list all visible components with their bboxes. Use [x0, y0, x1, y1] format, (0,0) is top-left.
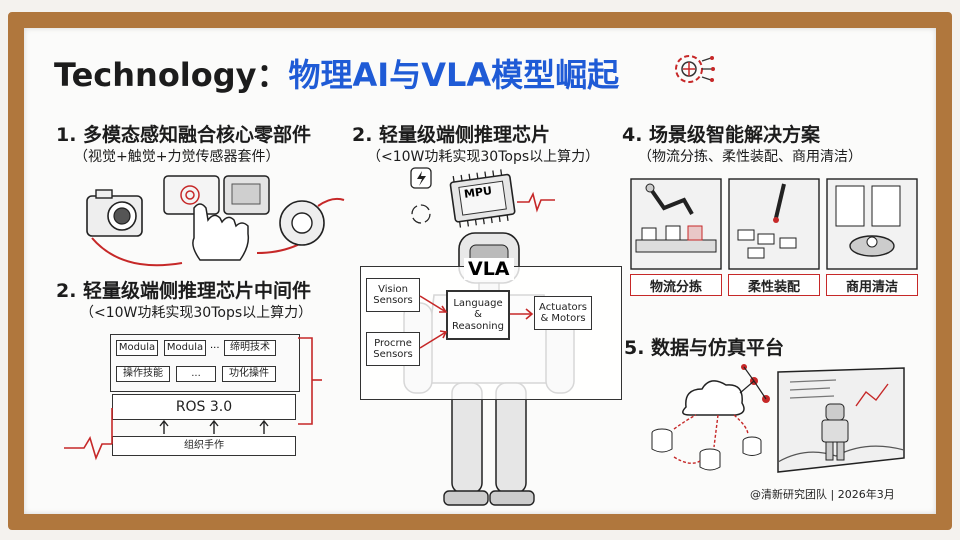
assembly-scene	[728, 178, 820, 270]
vision-sensors-box: Vision Sensors	[366, 278, 420, 312]
title-prefix: Technology：	[54, 56, 289, 94]
section4-title: 4. 场景级智能解决方案	[622, 124, 821, 146]
refresh-icon	[411, 204, 431, 224]
gear-brain-icon	[675, 55, 715, 83]
vla-arrows	[419, 295, 534, 349]
assembly-label: 柔性装配	[728, 274, 820, 296]
database-icon-1	[651, 428, 673, 453]
sensor-illustration	[86, 175, 345, 267]
power-icon	[417, 171, 426, 186]
module-ellipsis: ...	[210, 340, 220, 351]
logistics-scene	[630, 178, 722, 270]
section1-subtitle: （视觉+触觉+力觉传感器套件）	[74, 149, 280, 165]
data-cloud-diagram	[651, 364, 770, 471]
module-box-3: 缔明技术	[224, 340, 276, 356]
vla-label: VLA	[464, 258, 514, 280]
skill-box-1: 操作技能	[116, 366, 170, 382]
module-box-2: Modula	[164, 340, 206, 356]
section2a-title: 2. 轻量级端侧推理芯片	[352, 124, 551, 146]
middleware-arrows	[64, 337, 322, 461]
force-sensor-icon	[279, 197, 345, 246]
cleaning-label: 商用清洁	[826, 274, 918, 296]
section2a-subtitle: （<10W功耗实现30Tops以上算力）	[367, 149, 600, 165]
section1-title: 1. 多模态感知融合核心零部件	[56, 124, 312, 146]
title-main: 物理AI与VLA模型崛起	[288, 56, 620, 94]
page-title: Technology：物理AI与VLA模型崛起	[54, 50, 619, 96]
language-reasoning-box: Language & Reasoning	[446, 290, 510, 340]
section2b-title: 2. 轻量级端侧推理芯片中间件	[56, 280, 312, 302]
cleaning-scene	[826, 178, 918, 270]
section2b-subtitle: （<10W功耗实现30Tops以上算力）	[80, 305, 313, 321]
whiteboard: Technology：物理AI与VLA模型崛起 1. 多模态感知融合核心零部件 …	[24, 28, 936, 514]
skill-box-2: ...	[176, 366, 216, 382]
section5-title: 5. 数据与仿真平台	[624, 337, 785, 359]
skill-box-3: 功化操件	[222, 366, 276, 382]
camera-icon	[86, 189, 143, 237]
actuators-box: Actuators & Motors	[534, 296, 592, 330]
section4-subtitle: （物流分拣、柔性装配、商用清洁）	[638, 149, 862, 165]
proprio-sensors-box: Procrne Sensors	[366, 332, 420, 366]
bottom-box: 组织手作	[112, 436, 296, 456]
touch-pad-icon	[163, 175, 270, 215]
chip-illustration	[410, 167, 555, 228]
simulation-screen	[777, 367, 905, 473]
logistics-label: 物流分拣	[630, 274, 722, 296]
database-icon-3	[742, 436, 762, 456]
credit-text: @清新研究团队 | 2026年3月	[750, 488, 895, 501]
database-icon-2	[699, 448, 721, 471]
hand-icon	[192, 203, 250, 261]
cloud-icon	[682, 380, 745, 416]
ros-box: ROS 3.0	[112, 394, 296, 420]
module-box-1: Modula	[116, 340, 158, 356]
